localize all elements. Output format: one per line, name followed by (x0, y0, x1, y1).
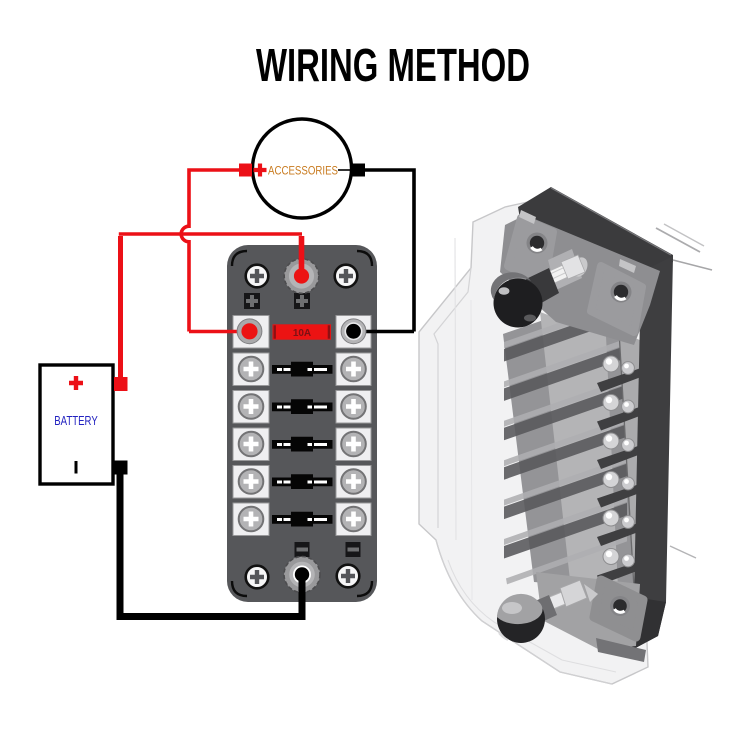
svg-text:WIRING METHOD: WIRING METHOD (256, 39, 530, 91)
svg-text:BATTERY: BATTERY (54, 413, 98, 428)
svg-text:10A: 10A (293, 328, 311, 339)
svg-text:ACCESSORIES: ACCESSORIES (268, 165, 338, 178)
